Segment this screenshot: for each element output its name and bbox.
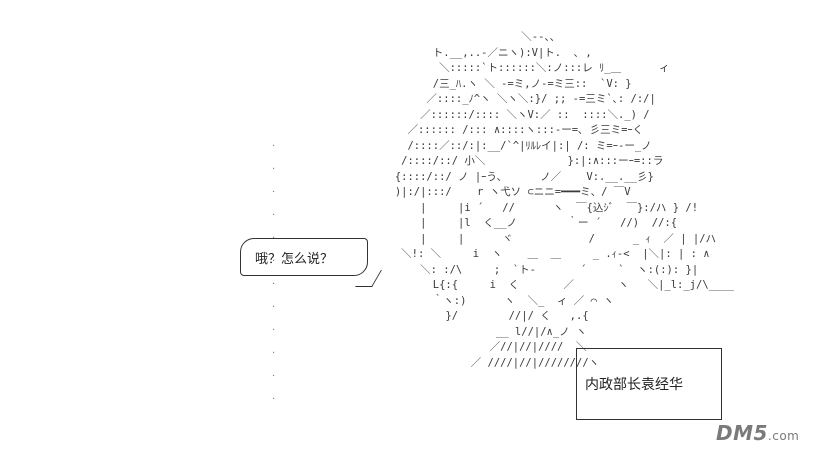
art-line: ＼:::::`ト::::::＼:ノ:::レ ﾘ_＿ ィ: [300, 62, 670, 74]
art-line: )|:/|:::/ r ヽ弋ソ ⊂ニニ=━━━ミ、/ ￣V: [300, 186, 631, 198]
caption-text: 内政部长袁经华: [585, 377, 683, 393]
watermark-logo: DM5.com: [716, 421, 799, 445]
art-line: ｀ヽ:) ヽ ＼_ ィ ／ ⌒ ヽ: [300, 294, 614, 307]
watermark-main: DM5: [716, 421, 768, 445]
art-line: L{:{ i く ／ ヽ ＼|_l:_j/\____: [300, 279, 734, 291]
art-line: ト.__,..-／ニヽ):V|ト. ､ ,: [300, 46, 592, 59]
art-line: ＼: :/\ ; `ト- ´ ` ヽ:(:): }|: [300, 263, 699, 276]
art-line: /三_ﾊ.ヽ ＼ -=ミ,ノ-=ミ三:: `V: }: [300, 77, 632, 90]
art-line: }/ //|/ く ,.{: [300, 310, 589, 322]
art-line: | |i ´ // ヽ ￣{込ｼﾞ ￣}:/ハ } /!: [300, 201, 699, 214]
art-line: {::::/::/ ノ |ｰう､ ノ／ V:.__.__彡}: [300, 170, 654, 183]
art-line: | | ヾ / _ ｨ ／ | |/ハ: [300, 232, 717, 245]
art-line: ／::::_ﾉ^ヽ ＼ヽ＼:}/ ;; -=三ミ`､: /:/|: [300, 93, 656, 105]
art-line: /::::/::/ 小＼ }:|:∧:::ーｰ=::ラ: [300, 155, 664, 167]
art-line: ＼!: ＼ i ヽ ＿ ＿ _ .ｨ-< |＼|: | : ∧: [300, 248, 710, 260]
watermark-suffix: .com: [767, 429, 800, 443]
dotted-margin: . . . . . . . . . . . .: [272, 138, 276, 402]
art-line: ＼--、、: [300, 31, 561, 43]
art-line: ／:::::: /::: ∧::::ヽ:::-ー=､ 彡三ミ=ｰく: [300, 124, 644, 136]
caption-box: 内政部长袁经华: [576, 348, 722, 420]
ascii-art-figure: ＼--、、 ト.__,..-／ニヽ):V|ト. ､ , ＼:::::`ト::::…: [300, 30, 734, 371]
art-line: ／//|//|//// ＼: [300, 341, 587, 353]
speech-text: 哦？怎么说？: [255, 251, 334, 267]
art-line: ／::::::/:::: ＼ヽV:／ :: ::::＼._) /: [300, 108, 650, 121]
art-line: __ l//|/∧_ノ ヽ: [300, 325, 587, 338]
art-line: ／ ////|//|////////ヽ: [300, 356, 600, 369]
art-line: | |l く__ノ ｀ー ´ //) //:{: [300, 217, 678, 229]
art-line: /::::／::/:|:__/`^|ﾘﾙﾚイ|:| /: ミ=ｰ-ー_ノ: [300, 139, 652, 152]
speech-bubble: 哦？怎么说？: [240, 238, 368, 276]
